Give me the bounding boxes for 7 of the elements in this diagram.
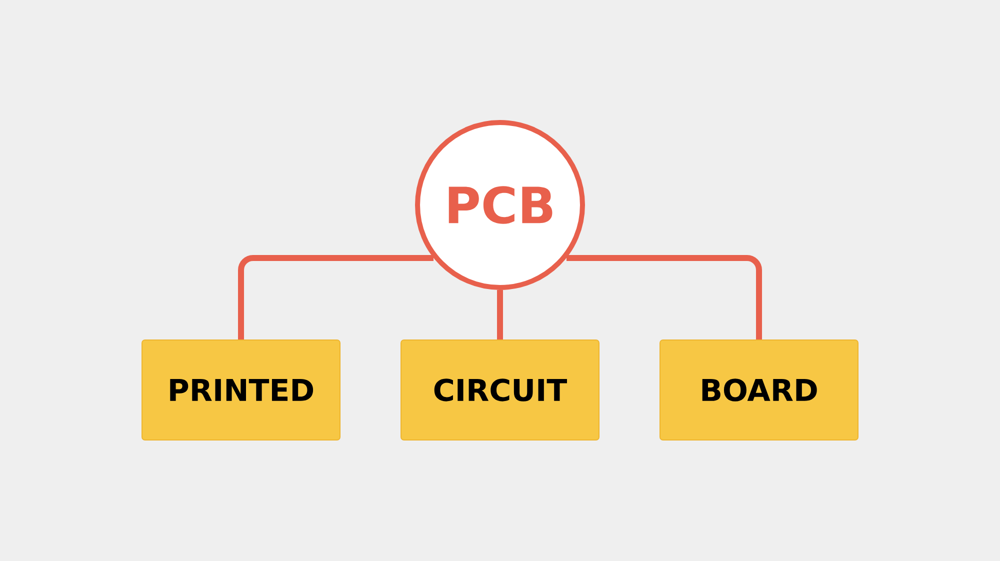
connector-line [497,290,503,340]
label-box: BOARD [660,339,858,440]
label-box: PRINTED [142,339,340,440]
connector-line [566,254,762,340]
connector-line [238,254,434,340]
label-box: CIRCUIT [400,339,600,440]
circle-node: PCB [415,120,585,290]
